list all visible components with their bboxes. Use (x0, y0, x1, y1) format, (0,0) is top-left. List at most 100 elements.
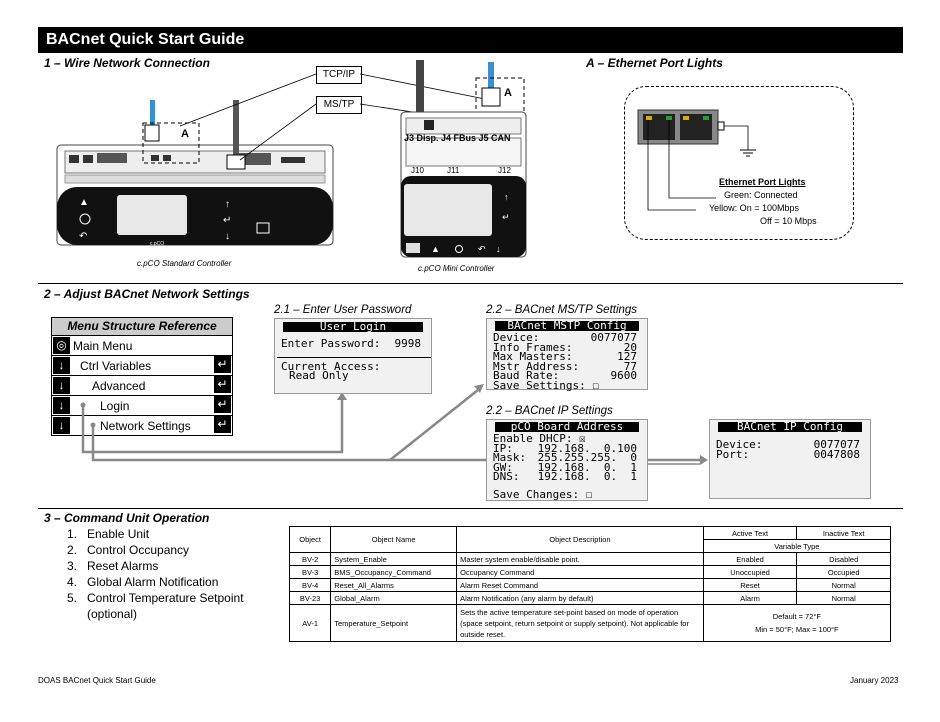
list-item: 1.Enable Unit (67, 527, 150, 541)
mstp-row-label: Info Frames: (493, 340, 573, 354)
cell-inactive: Occupied (796, 565, 891, 579)
ethernet-lights-heading: A – Ethernet Port Lights (586, 56, 723, 70)
access-label: Current Access: (281, 359, 381, 373)
col-description: Object Description (456, 526, 704, 553)
mstp-row-value: 9600 (610, 369, 638, 382)
enter-icon: ↵ (214, 396, 231, 413)
ip-row-label: DNS: (493, 470, 520, 483)
mini-controller-caption: c.pCO Mini Controller (418, 264, 495, 273)
table-row: BV-2 System_Enable Master system enable/… (288, 552, 891, 566)
cell-object: BV-4 (288, 578, 332, 592)
ip-screen-header: pCO Board Address (495, 421, 639, 432)
svg-text:c.pCO: c.pCO (150, 241, 164, 247)
section-3-heading: 3 – Command Unit Operation (44, 511, 210, 525)
section-1-heading: 1 – Wire Network Connection (44, 56, 210, 70)
enter-icon: ↵ (214, 356, 231, 373)
enter-icon: ↵ (214, 376, 231, 393)
svg-text:▲: ▲ (431, 244, 440, 254)
ipcfg-row-value: 0047808 (813, 447, 860, 461)
bacnet-object-table: Object Object Name Object Description Ac… (288, 526, 892, 642)
svg-text:↵: ↵ (502, 212, 510, 222)
svg-text:↑: ↑ (504, 192, 509, 202)
cell-inactive: Normal (796, 578, 891, 592)
ip-config-screen: BACnet IP Config Device:0077077 Port:004… (709, 419, 871, 499)
cell-object: BV-3 (288, 565, 332, 579)
svg-text:A: A (181, 128, 189, 140)
col-active: Active Text (702, 526, 798, 540)
menu-item-login: ↓ Login ↵ (52, 395, 232, 415)
ipcfg-row-label: Port: (716, 447, 750, 461)
col-name: Object Name (330, 526, 458, 553)
ethernet-port-icon (637, 109, 756, 211)
cell-description: Occupancy Command (456, 565, 704, 579)
mstp-row-label: Baud Rate: (493, 369, 560, 382)
svg-text:↶: ↶ (79, 231, 87, 242)
cell-active: Alarm (702, 591, 798, 605)
setpoint-range: Min = 50°F; Max = 100°F (755, 625, 839, 634)
svg-text:▲: ▲ (79, 197, 89, 208)
cell-description: Alarm Reset Command (456, 578, 704, 592)
password-value: 9998 (394, 337, 422, 350)
mstp-label: MS/TP (316, 96, 362, 114)
list-item-text: Global Alarm Notification (87, 575, 219, 589)
green-light-text: Green: Connected (724, 190, 798, 200)
cell-object: BV-2 (288, 552, 332, 566)
list-item-text: Reset Alarms (87, 559, 159, 573)
menu-title: Menu Structure Reference (52, 318, 232, 335)
menu-item-network-settings: ↓ Network Settings ↵ (52, 415, 232, 435)
enter-icon: ↵ (214, 416, 231, 433)
table-row: BV-3 BMS_Occupancy_Command Occupancy Com… (288, 565, 891, 579)
ip-row-label: Mask: (493, 451, 527, 464)
cell-active: Reset (702, 578, 798, 592)
down-arrow-icon: ↓ (53, 417, 70, 434)
cell-setpoint-range: Default = 72°F Min = 50°F; Max = 100°F (702, 604, 892, 642)
mstp-row-value: 20 (623, 340, 637, 354)
list-item: 3.Reset Alarms (67, 559, 159, 573)
cell-name: Reset_All_Alarms (330, 578, 458, 592)
cell-inactive: Normal (796, 591, 891, 605)
list-item: 2.Control Occupancy (67, 543, 190, 557)
list-item-text: Control Occupancy (87, 543, 190, 557)
table-row: BV-23 Global_Alarm Alarm Notification (a… (288, 591, 891, 605)
dhcp-toggle: Enable DHCP: ☒ (493, 432, 586, 445)
mstp-screen: BACnet MSTP Config Device:0077077 Info F… (486, 318, 648, 390)
ip-heading: 2.2 – BACnet IP Settings (486, 405, 613, 417)
cell-description: Alarm Notification (any alarm by default… (456, 591, 704, 605)
cell-active: Unoccupied (702, 565, 798, 579)
list-item-text: Control Temperature Setpoint (optional) (87, 591, 244, 621)
ip-config-header: BACnet IP Config (718, 421, 862, 432)
table-row: BV-4 Reset_All_Alarms Alarm Reset Comman… (288, 578, 891, 592)
cell-name: System_Enable (330, 552, 458, 566)
col-variable-type: Variable Type (702, 539, 892, 553)
mstp-heading: 2.2 – BACnet MS/TP Settings (486, 304, 638, 316)
cell-description: Master system enable/disable point. (456, 552, 704, 566)
ethernet-lights-title: Ethernet Port Lights (719, 177, 806, 187)
mini-j12: J12 (498, 166, 511, 175)
list-item: 5.Control Temperature Setpoint (optional… (67, 590, 257, 622)
menu-item-label: Ctrl Variables (80, 358, 152, 373)
mstp-screen-header: BACnet MSTP Config (495, 320, 639, 331)
ethernet-lights-box (624, 86, 854, 240)
down-arrow-icon: ↓ (53, 397, 70, 414)
page-title: BACnet Quick Start Guide (38, 27, 903, 53)
access-value: Read Only (289, 369, 349, 382)
footer-date: January 2023 (850, 676, 899, 685)
login-heading: 2.1 – Enter User Password (274, 304, 412, 316)
save-changes: Save Changes: ☐ (493, 487, 593, 501)
ip-row-value: 192.168. 0. 1 (537, 470, 637, 483)
mini-j10: J10 (411, 166, 424, 175)
cell-active: Enabled (702, 552, 798, 566)
cell-inactive: Disabled (796, 552, 891, 566)
mstp-row-label: Device: (493, 331, 540, 344)
cell-description: Sets the active temperature set-point ba… (456, 604, 704, 642)
svg-text:↵: ↵ (223, 215, 231, 226)
svg-text:↓: ↓ (496, 244, 501, 254)
login-screen-header: User Login (283, 321, 423, 332)
cell-name: Temperature_Setpoint (330, 604, 458, 642)
operation-list: 1.Enable Unit 2.Control Occupancy 3.Rese… (67, 526, 257, 622)
yellow-on-text: Yellow: On = 100Mbps (709, 203, 799, 213)
section-divider (38, 283, 903, 284)
cell-object: AV-1 (288, 604, 332, 642)
mstp-row-label: Max Masters: (493, 350, 573, 363)
down-arrow-icon: ↓ (53, 377, 70, 394)
